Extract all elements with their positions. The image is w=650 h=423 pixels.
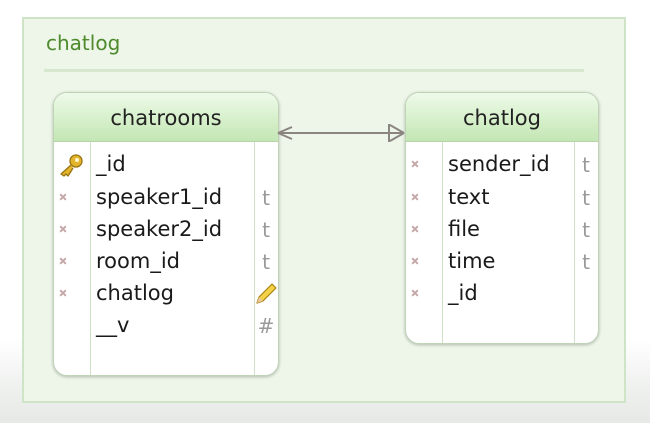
- table-chatlog[interactable]: chatlog sender_id t text t file t time t…: [405, 92, 599, 344]
- field-type: t: [262, 218, 270, 242]
- field-row[interactable]: sender_id t: [406, 149, 598, 181]
- field-name: text: [448, 185, 490, 209]
- field-row[interactable]: __v #: [54, 310, 278, 342]
- field-name: file: [448, 217, 480, 241]
- pencil-icon: [254, 282, 278, 310]
- field-type: t: [582, 186, 590, 210]
- field-row[interactable]: speaker1_id t: [54, 182, 278, 214]
- field-name: time: [448, 249, 496, 273]
- crows-foot-arrow-icon: [277, 124, 405, 142]
- column-divider: [254, 142, 255, 375]
- field-name: sender_id: [448, 152, 550, 176]
- column-divider: [442, 142, 443, 343]
- group-title: chatlog: [46, 31, 121, 55]
- column-divider: [574, 142, 575, 343]
- field-row[interactable]: chatlog: [54, 278, 278, 310]
- field-row[interactable]: file t: [406, 214, 598, 246]
- field-name: speaker1_id: [96, 185, 223, 209]
- column-divider: [90, 142, 91, 375]
- field-type: t: [582, 250, 590, 274]
- field-name: __v: [96, 313, 130, 337]
- field-type: #: [257, 314, 275, 338]
- field-name: chatlog: [96, 281, 174, 305]
- field-row[interactable]: text t: [406, 182, 598, 214]
- group-divider: [44, 69, 584, 72]
- field-type: t: [582, 153, 590, 177]
- field-name: _id: [448, 281, 478, 305]
- field-row[interactable]: room_id t: [54, 246, 278, 278]
- field-name: speaker2_id: [96, 217, 223, 241]
- field-row[interactable]: time t: [406, 246, 598, 278]
- field-name: _id: [96, 152, 126, 176]
- key-icon: [57, 153, 85, 181]
- field-row[interactable]: speaker2_id t: [54, 214, 278, 246]
- field-name: room_id: [96, 249, 180, 273]
- field-row[interactable]: _id: [54, 149, 278, 181]
- field-type: t: [262, 186, 270, 210]
- table-title: chatlog: [406, 93, 598, 142]
- field-row[interactable]: _id: [406, 278, 598, 310]
- table-title: chatrooms: [54, 93, 278, 142]
- field-type: t: [262, 250, 270, 274]
- field-type: t: [582, 218, 590, 242]
- table-chatrooms[interactable]: chatrooms _id speaker1_id t speaker2_id …: [53, 92, 279, 376]
